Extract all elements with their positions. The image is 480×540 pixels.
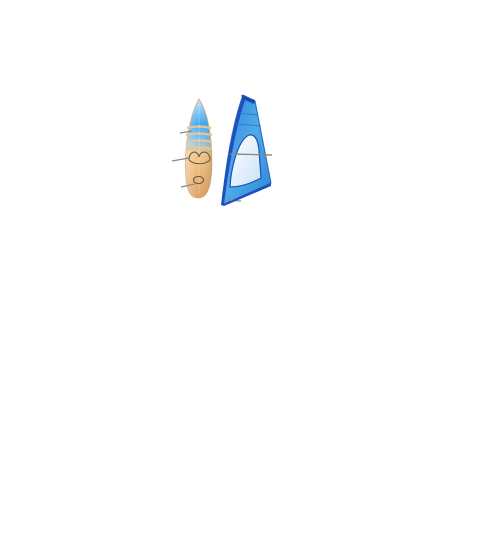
surfboard-stripes	[185, 125, 213, 151]
sail-window	[229, 134, 262, 188]
sail-mast	[221, 95, 246, 205]
mast-base	[192, 175, 205, 185]
surfboard	[171, 98, 213, 199]
boom	[229, 153, 273, 156]
sail	[221, 94, 273, 206]
board-fittings	[171, 130, 196, 188]
sail-battens	[235, 112, 262, 127]
foot-strap	[188, 151, 211, 165]
